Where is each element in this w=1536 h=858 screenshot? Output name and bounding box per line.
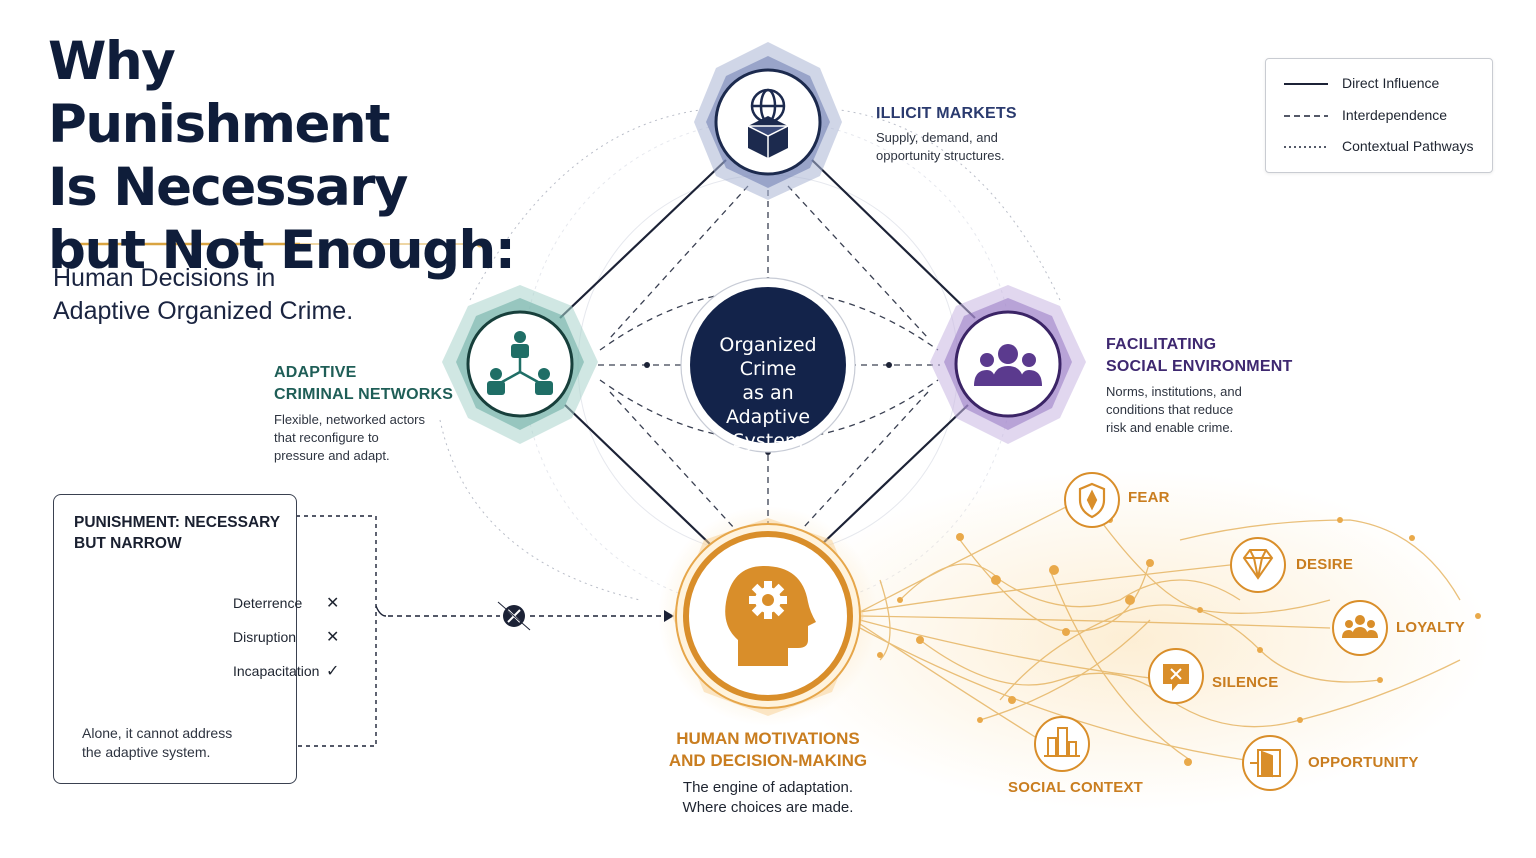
center-label: Organized Crime as an Adaptive System [690, 333, 846, 453]
human-motivations-desc-line-1: The engine of adaptation. [682, 779, 854, 796]
loyalty-node [1332, 600, 1388, 656]
page-subtitle: Human Decisions in Adaptive Organized Cr… [53, 262, 453, 328]
interdependence-lines [598, 185, 940, 541]
subtitle-line-2: Adaptive Organized Crime. [53, 297, 354, 325]
illicit-markets-desc-line-2: opportunity structures. [876, 148, 1005, 163]
punishment-item-disruption: Disruption [233, 629, 297, 645]
human-motivations-desc-line-2: Where choices are made. [682, 799, 854, 816]
deterrence-x-icon: ✕ [326, 595, 340, 612]
social-context-node [1034, 716, 1090, 772]
punishment-item-deterrence: Deterrence [233, 595, 303, 611]
blocked-marker-icon [497, 601, 531, 631]
opportunity-node [1242, 735, 1298, 791]
punishment-foot-line-1: Alone, it cannot address [82, 725, 233, 741]
illicit-markets-title: ILLICIT MARKETS [876, 105, 1017, 122]
punishment-item-incapacitation: Incapacitation [233, 663, 320, 679]
adaptive-networks-title-line-1: ADAPTIVE [274, 364, 357, 381]
social-environment-desc-line-2: conditions that reduce [1106, 402, 1234, 417]
legend-interdependence: Interdependence [1342, 107, 1448, 123]
social-environment-title: FACILITATING SOCIAL ENVIRONMENT [1106, 334, 1292, 378]
title-line-2: Is Necessary [48, 157, 408, 218]
adaptive-networks-desc-line-3: pressure and adapt. [274, 448, 390, 463]
motivation-label-loyalty: LOYALTY [1396, 619, 1465, 636]
punishment-foot-line-2: the adaptive system. [82, 744, 211, 760]
human-motivations-title-line-2: AND DECISION-MAKING [668, 751, 868, 770]
adaptive-networks-desc-line-1: Flexible, networked actors [274, 412, 426, 427]
page-title: Why Punishment Is Necessary but Not Enou… [48, 30, 518, 282]
disruption-x-icon: ✕ [326, 629, 340, 646]
network-people-icon [487, 331, 553, 395]
legend-direct-influence: Direct Influence [1342, 75, 1440, 91]
social-environment-title-line-2: SOCIAL ENVIRONMENT [1106, 358, 1293, 375]
punishment-title-line-2: BUT NARROW [74, 535, 182, 552]
human-motivations-desc: The engine of adaptation. Where choices … [640, 778, 896, 818]
globe-box-icon [747, 88, 789, 158]
legend-line-samples [1284, 83, 1328, 148]
shield-icon [1078, 482, 1106, 519]
title-underline [53, 240, 484, 248]
punishment-footnote: Alone, it cannot address the adaptive sy… [82, 724, 232, 762]
door-icon [1250, 749, 1281, 778]
adaptive-networks-desc: Flexible, networked actors that reconfig… [274, 411, 425, 465]
adaptive-networks-desc-line-2: that reconfigure to [274, 430, 379, 445]
head-gear-icon [725, 566, 816, 666]
group-icon [1342, 615, 1378, 638]
center-line-3: Adaptive System [725, 406, 811, 452]
human-motivations-title-line-1: HUMAN MOTIVATIONS [676, 729, 860, 748]
silence-node [1148, 648, 1204, 704]
motivation-label-social-context: SOCIAL CONTEXT [1008, 779, 1144, 796]
punishment-title: PUNISHMENT: NECESSARY BUT NARROW [74, 512, 280, 554]
contextual-pathway-lines [439, 109, 1061, 601]
social-environment-desc-line-3: risk and enable crime. [1106, 420, 1234, 435]
motivation-label-opportunity: OPPORTUNITY [1308, 754, 1419, 771]
motivation-label-desire: DESIRE [1296, 556, 1354, 573]
center-node [680, 277, 856, 453]
network-glow [770, 470, 1490, 810]
illicit-markets-desc: Supply, demand, and opportunity structur… [876, 129, 1005, 165]
incapacitation-check-icon: ✓ [326, 663, 340, 680]
motivation-label-silence: SILENCE [1212, 674, 1279, 691]
center-line-1: Organized Crime [719, 334, 817, 380]
human-motivations-title: HUMAN MOTIVATIONS AND DECISION-MAKING [640, 728, 896, 772]
fear-node [1064, 472, 1120, 528]
diamond-icon [1242, 549, 1274, 580]
speech-bubble-x-icon [1163, 664, 1189, 691]
social-environment-title-line-1: FACILITATING [1106, 336, 1217, 353]
center-line-2: as an [742, 382, 794, 404]
direct-influence-lines [559, 159, 976, 547]
adaptive-networks-title-line-2: CRIMINAL NETWORKS [274, 386, 454, 403]
adaptive-networks-title: ADAPTIVE CRIMINAL NETWORKS [274, 362, 453, 406]
social-environment-desc: Norms, institutions, and conditions that… [1106, 383, 1242, 437]
social-environment-desc-line-1: Norms, institutions, and [1106, 384, 1242, 399]
desire-node [1230, 537, 1286, 593]
motivation-network-web [859, 504, 1461, 761]
title-line-1: Why Punishment [48, 31, 391, 155]
legend-contextual-pathways: Contextual Pathways [1342, 138, 1474, 154]
legend: Direct Influence Interdependence Context… [1265, 58, 1493, 173]
motivation-label-fear: FEAR [1128, 489, 1170, 506]
punishment-panel [53, 494, 297, 784]
community-icon [974, 344, 1042, 386]
buildings-icon [1044, 727, 1080, 757]
network-nodes [877, 517, 1481, 766]
punishment-title-line-1: PUNISHMENT: NECESSARY [74, 514, 281, 531]
illicit-markets-desc-line-1: Supply, demand, and [876, 130, 998, 145]
subtitle-line-1: Human Decisions in [53, 264, 276, 292]
punishment-connector [296, 515, 674, 747]
title-line-3: but Not Enough: [48, 220, 516, 281]
